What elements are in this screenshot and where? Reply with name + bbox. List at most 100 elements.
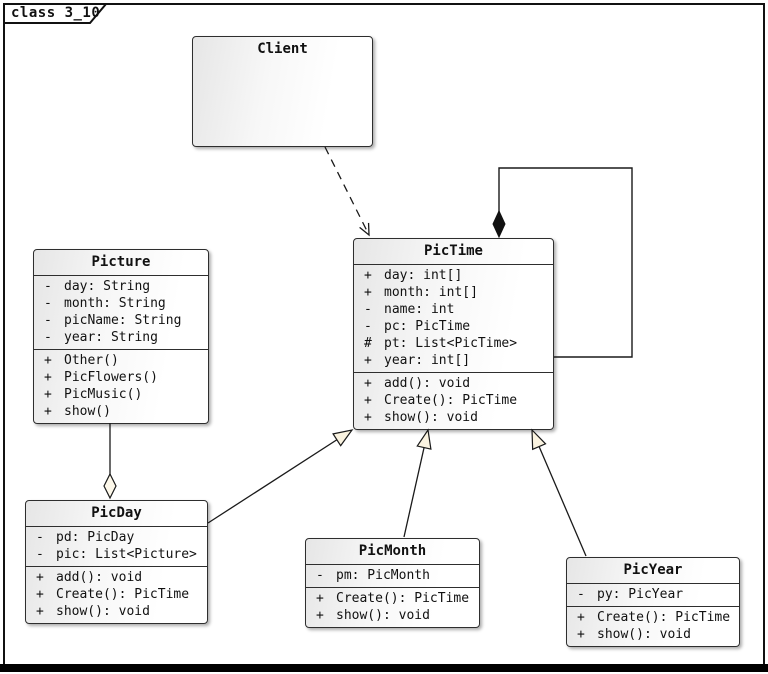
visibility-symbol: + — [36, 604, 44, 619]
diagram-frame-border — [3, 3, 765, 665]
method-row: + show(): void — [354, 409, 553, 426]
attributes-compartment: - pm: PicMonth — [306, 564, 479, 587]
class-box-picmonth[interactable]: PicMonth - pm: PicMonth + Create(): PicT… — [305, 538, 480, 628]
visibility-symbol: + — [364, 410, 372, 425]
method-row: + show() — [34, 403, 208, 420]
attribute-row: # pt: List<PicTime> — [354, 335, 553, 352]
method-row: + show(): void — [306, 607, 479, 624]
methods-compartment: + Create(): PicTime + show(): void — [306, 587, 479, 627]
member-text: Other() — [64, 353, 119, 368]
attribute-row: - pic: List<Picture> — [26, 546, 207, 563]
class-box-picday[interactable]: PicDay - pd: PicDay - pic: List<Picture>… — [25, 500, 208, 624]
member-text: month: int[] — [384, 285, 478, 300]
member-text: pt: List<PicTime> — [384, 336, 518, 351]
class-title: PicTime — [423, 243, 483, 259]
visibility-symbol: - — [577, 587, 585, 602]
attributes-compartment: + day: int[] + month: int[] - name: int … — [354, 264, 553, 372]
method-row: + show(): void — [567, 626, 739, 643]
methods-compartment: + Other() + PicFlowers() + PicMusic() + … — [34, 349, 208, 423]
member-text: show(): void — [597, 627, 691, 642]
attribute-row: - pd: PicDay — [26, 529, 207, 546]
visibility-symbol: + — [44, 370, 52, 385]
class-box-picture[interactable]: Picture - day: String - month: String - … — [33, 249, 209, 424]
member-text: pm: PicMonth — [336, 568, 430, 583]
visibility-symbol: + — [364, 376, 372, 391]
attributes-compartment: - pd: PicDay - pic: List<Picture> — [26, 526, 207, 566]
visibility-symbol: + — [316, 591, 324, 606]
frame-title-label: class 3_10 — [11, 5, 101, 21]
member-text: picName: String — [64, 313, 182, 328]
visibility-symbol: + — [364, 285, 372, 300]
visibility-symbol: # — [364, 336, 372, 351]
methods-compartment: + add(): void + Create(): PicTime + show… — [354, 372, 553, 429]
method-row: + PicMusic() — [34, 386, 208, 403]
member-text: PicMusic() — [64, 387, 143, 402]
member-text: day: int[] — [384, 268, 463, 283]
visibility-symbol: + — [44, 353, 52, 368]
visibility-symbol: + — [36, 587, 44, 602]
class-box-client[interactable]: Client — [192, 36, 373, 147]
member-text: py: PicYear — [597, 587, 684, 602]
method-row: + add(): void — [26, 569, 207, 586]
attribute-row: + year: int[] — [354, 352, 553, 369]
member-text: pic: List<Picture> — [56, 547, 197, 562]
member-text: month: String — [64, 296, 166, 311]
member-text: Create(): PicTime — [597, 610, 731, 625]
visibility-symbol: + — [364, 393, 372, 408]
member-text: show(): void — [336, 608, 430, 623]
member-text: show(): void — [56, 604, 150, 619]
attribute-row: - year: String — [34, 329, 208, 346]
methods-compartment: + add(): void + Create(): PicTime + show… — [26, 566, 207, 623]
visibility-symbol: + — [44, 387, 52, 402]
class-title: PicDay — [91, 505, 142, 521]
attribute-row: - day: String — [34, 278, 208, 295]
member-text: add(): void — [56, 570, 143, 585]
method-row: + Create(): PicTime — [567, 609, 739, 626]
visibility-symbol: - — [364, 302, 372, 317]
attributes-compartment: - py: PicYear — [567, 583, 739, 606]
member-text: show(): void — [384, 410, 478, 425]
method-row: + add(): void — [354, 375, 553, 392]
visibility-symbol: - — [36, 530, 44, 545]
visibility-symbol: + — [36, 570, 44, 585]
visibility-symbol: - — [44, 279, 52, 294]
method-row: + Create(): PicTime — [354, 392, 553, 409]
class-title: PicYear — [623, 562, 683, 578]
method-row: + Other() — [34, 352, 208, 369]
method-row: + Create(): PicTime — [26, 586, 207, 603]
methods-compartment: + Create(): PicTime + show(): void — [567, 606, 739, 646]
attribute-row: - name: int — [354, 301, 553, 318]
member-text: Create(): PicTime — [336, 591, 470, 606]
member-text: add(): void — [384, 376, 471, 391]
member-text: year: int[] — [384, 353, 471, 368]
attribute-row: - py: PicYear — [567, 586, 739, 603]
attribute-row: - picName: String — [34, 312, 208, 329]
class-title: Picture — [91, 254, 151, 270]
method-row: + show(): void — [26, 603, 207, 620]
attribute-row: - pc: PicTime — [354, 318, 553, 335]
attribute-row: - month: String — [34, 295, 208, 312]
visibility-symbol: + — [364, 268, 372, 283]
class-title: PicMonth — [358, 543, 427, 559]
visibility-symbol: - — [364, 319, 372, 334]
class-box-pictime[interactable]: PicTime + day: int[] + month: int[] - na… — [353, 238, 554, 430]
member-text: pd: PicDay — [56, 530, 135, 545]
visibility-symbol: - — [44, 330, 52, 345]
attribute-row: - pm: PicMonth — [306, 567, 479, 584]
member-text: PicFlowers() — [64, 370, 158, 385]
member-text: show() — [64, 404, 111, 419]
member-text: Create(): PicTime — [56, 587, 190, 602]
member-text: pc: PicTime — [384, 319, 471, 334]
attributes-compartment: - day: String - month: String - picName:… — [34, 275, 208, 349]
diagram-frame-bottom-bar — [0, 664, 768, 672]
member-text: year: String — [64, 330, 158, 345]
class-box-picyear[interactable]: PicYear - py: PicYear + Create(): PicTim… — [566, 557, 740, 647]
member-text: day: String — [64, 279, 151, 294]
visibility-symbol: - — [44, 313, 52, 328]
visibility-symbol: - — [36, 547, 44, 562]
attribute-row: + month: int[] — [354, 284, 553, 301]
visibility-symbol: - — [44, 296, 52, 311]
attribute-row: + day: int[] — [354, 267, 553, 284]
visibility-symbol: + — [316, 608, 324, 623]
